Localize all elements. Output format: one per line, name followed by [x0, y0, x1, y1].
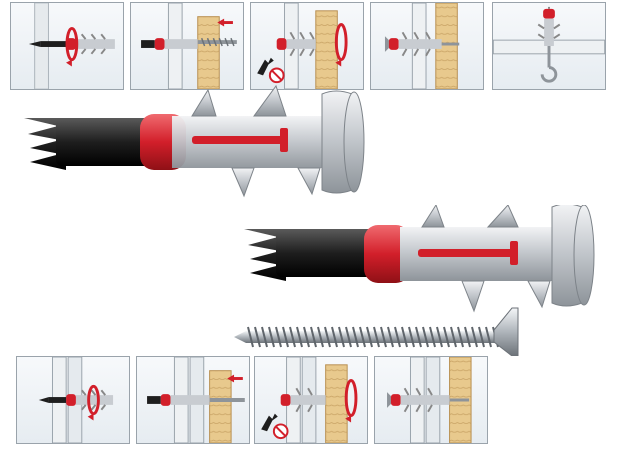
screw-thread: [317, 326, 324, 348]
prohibited-icon: [268, 67, 285, 84]
anchor-large-top: [24, 84, 365, 198]
top-step-1-panel: [10, 2, 124, 90]
screw-thread: [485, 326, 492, 348]
screw-thread: [324, 326, 331, 348]
screw-head: [493, 307, 519, 356]
screw-thread: [296, 326, 303, 348]
prohibited-icon: [272, 423, 289, 440]
top-step-2-panel: [130, 2, 244, 90]
hook-icon: [540, 46, 558, 83]
screw-thread: [282, 326, 289, 348]
bottom-step-4-panel: [374, 356, 488, 444]
anchor-red-sleeve: [364, 225, 410, 283]
screw-thread: [429, 326, 436, 348]
screw-thread: [457, 326, 464, 348]
screw-thread: [275, 326, 282, 348]
anchor-grey-body: [400, 227, 552, 281]
screw-thread: [289, 326, 296, 348]
top-step-5-panel: [492, 2, 606, 90]
screw-thread: [373, 326, 380, 348]
screw-thread: [401, 326, 408, 348]
top-step-3-panel: [250, 2, 364, 90]
screw-thread: [422, 326, 429, 348]
screw-fixed-icon: [387, 387, 470, 413]
screw-thread: [450, 326, 457, 348]
screw-thread: [471, 326, 478, 348]
anchor-expanded-icon: [276, 31, 316, 57]
push-arrow-icon: [217, 18, 233, 27]
rotate-arrow-icon: [65, 26, 79, 67]
bottom-step-3-panel: [254, 356, 368, 444]
top-step-4-panel: [370, 2, 484, 90]
rotate-arrow-icon: [334, 23, 348, 67]
anchor-drilling-icon: [38, 389, 114, 411]
screw-fixed-icon: [384, 31, 460, 57]
anchor-drill-tip: [244, 229, 376, 281]
anchor-threads: [191, 84, 321, 198]
screw-entering-icon: [141, 37, 237, 50]
screw-thread: [478, 326, 485, 348]
bottom-step-2-panel: [136, 356, 250, 444]
screw-thread: [352, 326, 359, 348]
rotate-arrow-icon: [87, 384, 100, 421]
screw-thread: [415, 326, 422, 348]
screw-thread: [261, 326, 268, 348]
rotate-arrow-icon: [344, 378, 358, 423]
anchor-expanded-icon: [280, 387, 326, 413]
screw-thread: [254, 326, 261, 348]
screw-thread: [443, 326, 450, 348]
push-arrow-icon: [227, 374, 243, 383]
screw-thread: [464, 326, 471, 348]
screw-threads: [247, 326, 499, 348]
bottom-step-1-panel: [16, 356, 130, 444]
screw-thread: [387, 326, 394, 348]
screw-thread: [436, 326, 443, 348]
screw-thread: [394, 326, 401, 348]
anchor-grey-body: [172, 116, 322, 168]
anchor-flange: [551, 205, 595, 307]
screw-thread: [345, 326, 352, 348]
screw-large: [234, 307, 519, 356]
screw-thread: [303, 326, 310, 348]
screw-thread: [247, 326, 254, 348]
ceiling-anchor-icon: [537, 6, 561, 46]
screw-thread: [310, 326, 317, 348]
anchor-threads: [421, 205, 551, 313]
broken-tip-icon: [257, 57, 274, 76]
screw-thread: [359, 326, 366, 348]
broken-tip-icon: [261, 413, 278, 432]
anchor-flange: [321, 90, 365, 194]
anchor-large-bottom: [244, 205, 595, 313]
screw-thread: [268, 326, 275, 348]
screw-thread: [331, 326, 338, 348]
screw-thread: [338, 326, 345, 348]
screw-entering-icon: [147, 394, 245, 406]
screw-thread: [366, 326, 373, 348]
screw-thread: [380, 326, 387, 348]
screw-thread: [408, 326, 415, 348]
anchor-drill-tip: [24, 118, 152, 170]
